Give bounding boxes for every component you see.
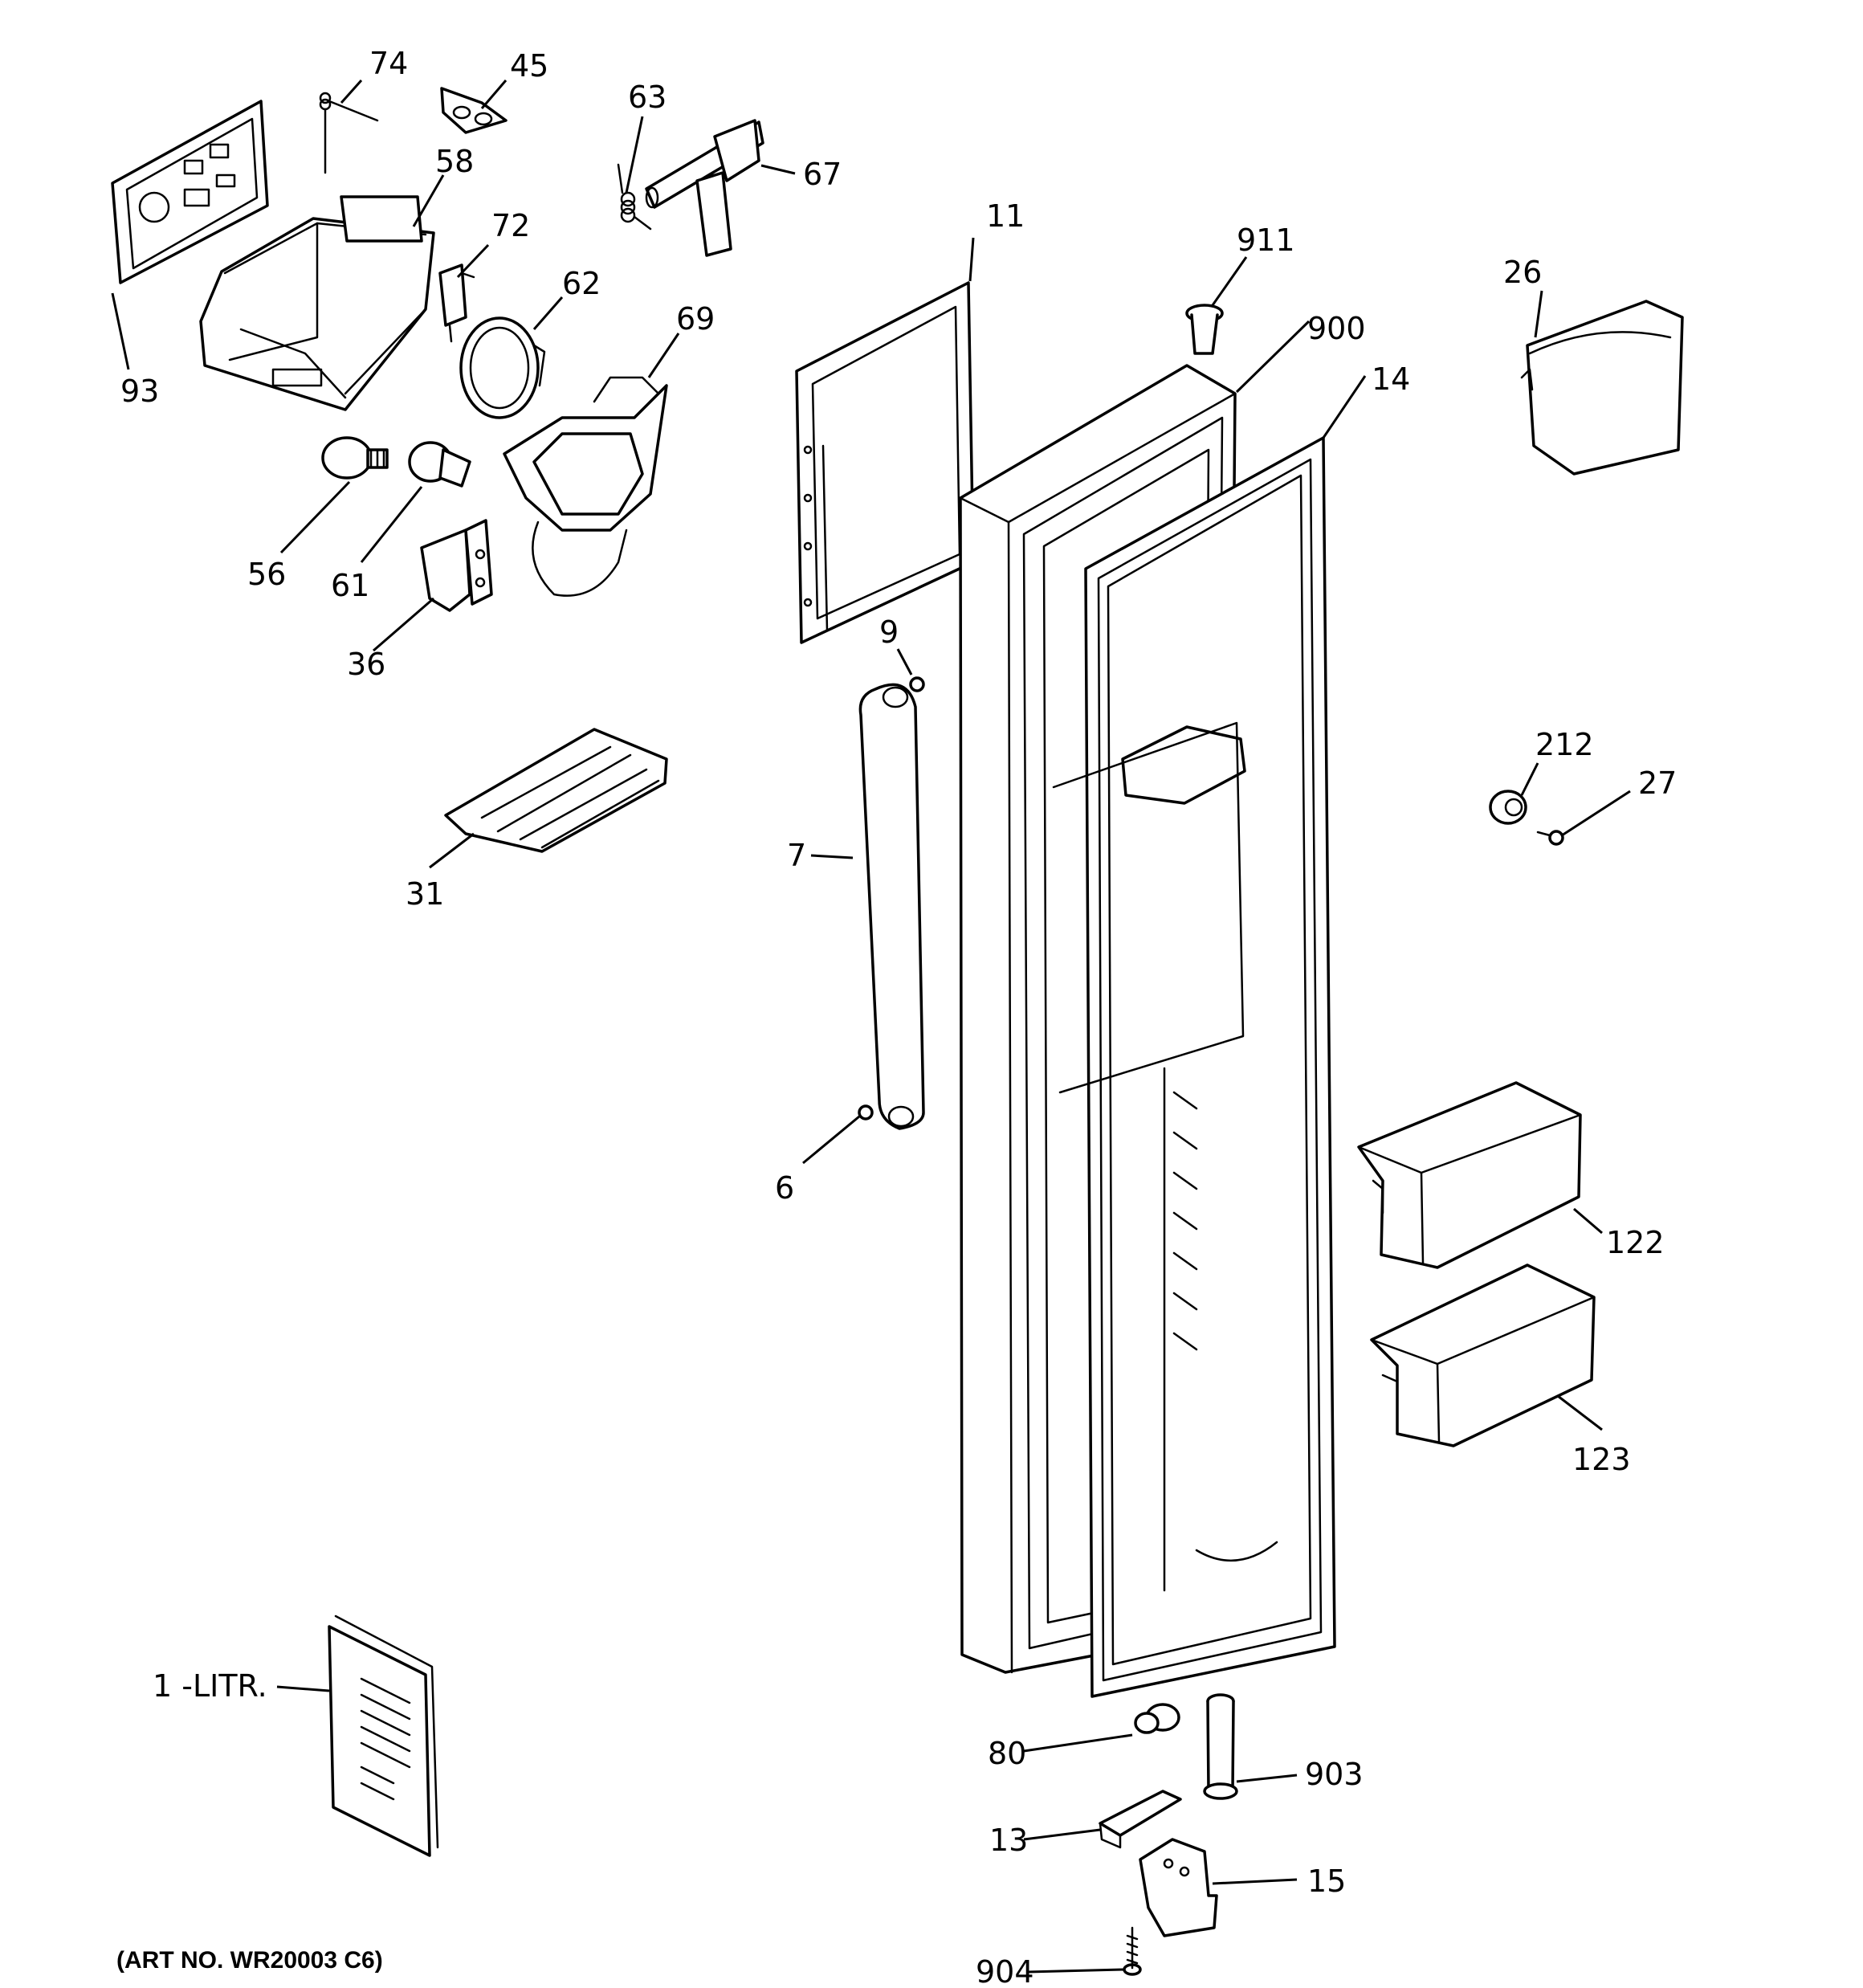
part-15-hinge bbox=[1139, 1838, 1218, 1937]
part-69-ice-chute bbox=[503, 376, 668, 597]
freezer-door-dispenser-recess bbox=[1052, 721, 1278, 1592]
part-911-bushing bbox=[1185, 304, 1224, 355]
callout-72: 72 bbox=[491, 208, 530, 243]
part-72-switch bbox=[438, 263, 475, 343]
part-13-plate bbox=[1099, 1790, 1182, 1849]
callout-58: 58 bbox=[435, 144, 474, 179]
callout-69: 69 bbox=[676, 301, 715, 337]
callout-900: 900 bbox=[1307, 311, 1366, 346]
callout-80: 80 bbox=[988, 1736, 1026, 1771]
callout-904: 904 bbox=[976, 1954, 1034, 1988]
callout-74: 74 bbox=[369, 46, 408, 81]
callout-56: 56 bbox=[247, 557, 286, 592]
callout-903: 903 bbox=[1305, 1757, 1364, 1792]
part-58-dispenser-housing bbox=[199, 195, 435, 411]
part-45-bracket bbox=[440, 87, 508, 134]
callout-212: 212 bbox=[1535, 727, 1594, 762]
part-123-door-bin bbox=[1370, 1263, 1596, 1447]
callout-61: 61 bbox=[331, 568, 369, 603]
callout-62: 62 bbox=[562, 266, 601, 301]
part-14-gasket bbox=[1084, 436, 1336, 1698]
callout-27: 27 bbox=[1638, 765, 1677, 801]
callout-26: 26 bbox=[1503, 255, 1542, 290]
callout-14: 14 bbox=[1372, 361, 1410, 397]
part-1-literature bbox=[328, 1614, 439, 1857]
callout-63: 63 bbox=[628, 80, 667, 115]
part-26-bin bbox=[1520, 300, 1684, 476]
part-904-screw bbox=[1123, 1926, 1142, 1976]
callout-13: 13 bbox=[989, 1823, 1028, 1858]
callout-1-litr: 1 -LITR. bbox=[153, 1668, 267, 1704]
part-93-control-board bbox=[111, 100, 269, 284]
part-63-spring bbox=[617, 163, 652, 231]
part-67-dispenser-door-shaft bbox=[645, 119, 764, 257]
part-27-screw bbox=[1536, 830, 1564, 846]
callout-labels: 74 45 63 67 58 72 11 911 62 26 900 69 14… bbox=[116, 46, 1677, 1988]
part-7-handle bbox=[858, 683, 925, 1130]
callout-9: 9 bbox=[879, 614, 899, 650]
callout-6: 6 bbox=[775, 1170, 794, 1206]
callout-31: 31 bbox=[406, 876, 444, 912]
callout-45: 45 bbox=[510, 48, 548, 84]
part-62-motor-ring bbox=[459, 316, 546, 419]
leader-lines bbox=[111, 80, 1631, 1974]
part-9-screw bbox=[909, 676, 925, 692]
callout-911: 911 bbox=[1237, 222, 1295, 258]
part-36-bracket bbox=[420, 519, 493, 612]
part-74-spring bbox=[319, 92, 379, 174]
callout-11: 11 bbox=[986, 198, 1025, 234]
part-31-drip-tray bbox=[444, 728, 668, 853]
part-61-socket bbox=[408, 441, 471, 488]
part-56-bulb bbox=[321, 436, 389, 480]
part-80-bushing bbox=[1134, 1703, 1180, 1734]
callout-93: 93 bbox=[120, 374, 159, 409]
part-212-bushing bbox=[1489, 790, 1527, 825]
callout-15: 15 bbox=[1307, 1863, 1346, 1899]
part-122-door-bin bbox=[1357, 1081, 1582, 1269]
callout-67: 67 bbox=[803, 157, 842, 192]
callout-7: 7 bbox=[787, 838, 806, 873]
part-6-screw bbox=[858, 1104, 874, 1121]
part-11-dispenser-frame bbox=[795, 281, 975, 644]
callout-122: 122 bbox=[1606, 1225, 1665, 1260]
callout-123: 123 bbox=[1572, 1442, 1631, 1477]
part-903-hinge-pin bbox=[1203, 1693, 1238, 1800]
callout-36: 36 bbox=[347, 647, 385, 682]
art-number: (ART NO. WR20003 C6) bbox=[116, 1947, 383, 1974]
